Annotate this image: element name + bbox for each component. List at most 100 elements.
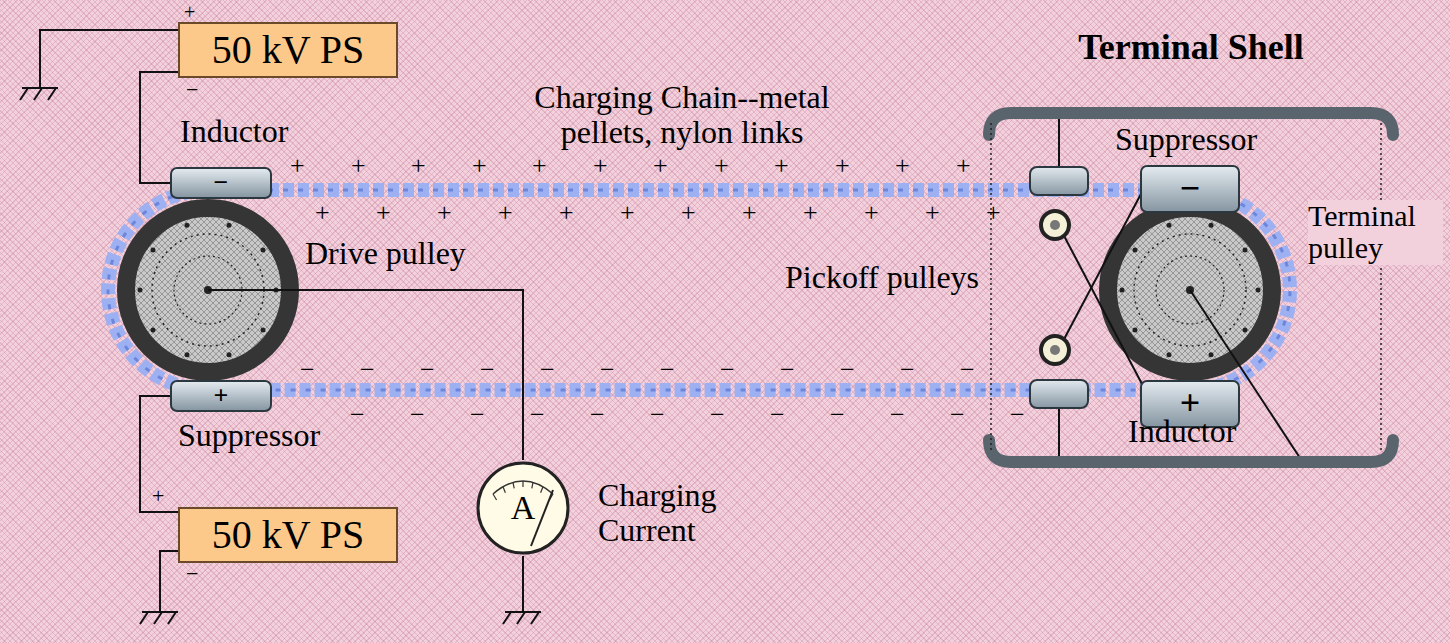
ground-stroke [503,612,541,624]
charge-sign: + [214,383,229,409]
chain-charge-sign: + [956,152,971,180]
meter-tick [513,482,514,488]
part-name-box: Suppressor [1115,122,1257,157]
ground-stroke [20,88,58,100]
chain-charge-sign-box: − [470,401,485,429]
supply-label: 50 kV PS [212,512,365,558]
chain-charge-sign: + [498,199,513,227]
terminal-polarity-box: + [184,2,195,24]
chain-charge-sign-box: − [420,356,435,384]
chain-charge-sign: + [835,152,850,180]
pulley-bolt [150,248,155,253]
chain-charge-sign: − [900,356,915,384]
pulley-bolt [1243,327,1248,332]
part-name: Suppressor [178,418,320,453]
chain-charge-sign-box: − [960,356,975,384]
part-name: Suppressor [1115,122,1257,157]
chain-charge-sign: − [710,401,725,429]
chain-charge-sign-box: − [720,356,735,384]
pulley-bolt [184,352,189,357]
chain-charge-sign-box: − [650,401,665,429]
meter-tick [541,487,543,493]
chain-charge-sign: − [300,356,315,384]
chain-charge-sign-box: − [830,401,845,429]
pulley-bolt [1166,223,1171,228]
chain-charge-sign-box: − [840,356,855,384]
meter-symbol: A [511,491,536,525]
chain-charge-sign-box: − [1010,401,1025,429]
part-name-box: Inductor [1128,414,1236,449]
chain-charge-sign: − [590,401,605,429]
pulley-bolt [1209,223,1214,228]
ground-wire [522,556,524,612]
supply-label: 50 kV PS [212,27,365,73]
chain-charge-sign-box: − [600,356,615,384]
chain-charge-sign: − [410,401,425,429]
chain-charge-sign-box: + [681,199,696,227]
shell-boundary [990,123,992,452]
pulley-bolt [227,223,232,228]
pickoff-pulley [1041,211,1069,239]
part-name-box: Charging Chain--metal pellets, nylon lin… [512,80,852,149]
chain-charge-sign: + [803,199,818,227]
chain-charge-sign-box: − [300,356,315,384]
pickoff-pulley [1041,336,1069,364]
chain-charge-sign-box: + [986,199,1001,227]
chain-charge-sign: + [714,152,729,180]
ground-symbol [503,612,541,624]
chain-charge-sign: + [895,152,910,180]
part-name: Inductor [180,114,288,149]
part-name: Terminal pulley [1308,200,1443,265]
part-name-box: Inductor [180,114,288,149]
pulley-bolt [261,327,266,332]
ammeter: A [475,460,571,556]
chain-charge-sign: + [742,199,757,227]
shell-boundary [1380,123,1382,452]
chain-charge-sign: − [650,401,665,429]
pulley-bolt [1132,327,1137,332]
chain-charge-sign: − [540,356,555,384]
terminal-polarity-box: + [152,484,164,508]
chain-charge-sign-box: + [593,152,608,180]
chain-charge-sign-box: + [472,152,487,180]
pulley-bolt [1166,352,1171,357]
chain-charge-sign-box: + [925,199,940,227]
pulley-bolt [1132,248,1137,253]
pickoff-pulley [1041,211,1069,364]
chain-charge-sign-box: + [620,199,635,227]
charge-sign: − [1180,168,1201,209]
supply-wire [140,72,178,183]
shell-title: Terminal Shell [1078,27,1304,67]
chain-charge-sign-box: − [410,401,425,429]
inductor-electrode: − [170,167,272,199]
chain-charge-sign: − [830,401,845,429]
chain-charge-sign-box: − [890,401,905,429]
meter-tick [522,481,523,487]
suppressor-electrode: + [170,380,272,412]
chain-charge-sign-box: + [956,152,971,180]
meter-tick [503,487,505,493]
chain-charge-sign: − [420,356,435,384]
pickoff-electrode [1030,380,1088,408]
chain-charge-sign-box: + [559,199,574,227]
chain-charge-sign: + [559,199,574,227]
power-supply-box: 50 kV PS [178,22,398,78]
chain-charge-sign: + [653,152,668,180]
cross-wire [1062,232,1142,384]
chain-charge-sign-box: + [532,152,547,180]
chain-charge-sign: − [360,356,375,384]
chain-charge-sign-box: − [530,401,545,429]
chain-charge-sign-box: + [351,152,366,180]
shell-heading: Terminal Shell [985,27,1397,68]
chain-charge-sign-box: + [411,152,426,180]
chain-charge-sign: − [480,356,495,384]
pulley-bolt [1243,248,1248,253]
pulley-bolt [150,327,155,332]
chain-charge-sign-box: + [864,199,879,227]
pickoff-hub [1050,220,1060,230]
chain-charge-sign-box: + [835,152,850,180]
chain-charge-sign: − [770,401,785,429]
chain-charge-sign: + [411,152,426,180]
chain-charge-sign-box: + [742,199,757,227]
